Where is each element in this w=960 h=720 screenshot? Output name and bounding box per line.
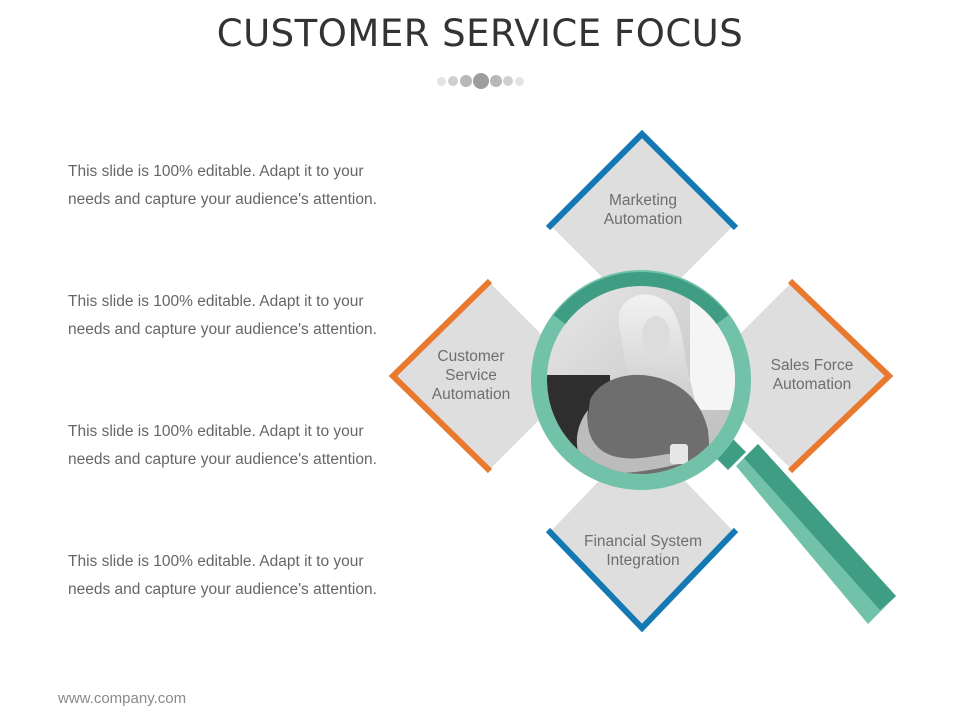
diamond-left-label-2: Service bbox=[445, 367, 497, 384]
magnifying-glass-icon bbox=[531, 270, 896, 624]
indicator-dot bbox=[448, 76, 458, 86]
slide-indicator-dots bbox=[0, 72, 960, 92]
diamond-top: Marketing Automation bbox=[545, 129, 739, 317]
diamond-top-label-2: Automation bbox=[604, 211, 682, 228]
diamond-left: Customer Service Automation bbox=[388, 278, 583, 474]
diamond-top-label-1: Marketing bbox=[609, 192, 677, 209]
diamond-bottom-label-1: Financial System bbox=[584, 533, 702, 550]
text-line: needs and capture your audience's attent… bbox=[68, 581, 377, 598]
diamond-right-label-1: Sales Force bbox=[771, 357, 854, 374]
woman-photo-placeholder bbox=[547, 286, 735, 474]
text-line: This slide is 100% editable. Adapt it to… bbox=[68, 293, 364, 310]
indicator-dot bbox=[503, 76, 513, 86]
footer-website: www.company.com bbox=[58, 690, 187, 707]
diamond-top-border bbox=[545, 129, 739, 231]
page-title: CUSTOMER SERVICE FOCUS bbox=[216, 12, 744, 55]
text-line: needs and capture your audience's attent… bbox=[68, 191, 377, 208]
indicator-dot bbox=[515, 77, 524, 86]
diamond-right-label-2: Automation bbox=[773, 376, 851, 393]
text-block-3: This slide is 100% editable. Adapt it to… bbox=[68, 418, 408, 474]
lens-ring-top-shade bbox=[553, 272, 729, 325]
text-block-2: This slide is 100% editable. Adapt it to… bbox=[68, 288, 408, 344]
diamond-left-label-1: Customer bbox=[437, 348, 504, 365]
diamond-bottom: Financial System Integration bbox=[545, 436, 739, 633]
indicator-dot bbox=[437, 77, 446, 86]
handle-dark bbox=[744, 444, 896, 610]
text-line: This slide is 100% editable. Adapt it to… bbox=[68, 553, 364, 570]
text-line: This slide is 100% editable. Adapt it to… bbox=[68, 163, 364, 180]
handle-neck bbox=[712, 436, 746, 470]
diamond-right: Sales Force Automation bbox=[698, 278, 894, 474]
indicator-dot bbox=[490, 75, 502, 87]
diamond-left-border bbox=[388, 278, 493, 474]
text-line: needs and capture your audience's attent… bbox=[68, 321, 377, 338]
indicator-dot bbox=[460, 75, 472, 87]
text-line: needs and capture your audience's attent… bbox=[68, 451, 377, 468]
diamond-right-border bbox=[787, 278, 894, 474]
diamond-bottom-label-2: Integration bbox=[606, 552, 679, 569]
text-line: This slide is 100% editable. Adapt it to… bbox=[68, 423, 364, 440]
text-block-1: This slide is 100% editable. Adapt it to… bbox=[68, 158, 408, 214]
diamond-bottom-border bbox=[545, 527, 739, 633]
indicator-dot-active bbox=[473, 73, 489, 89]
diamond-left-label-3: Automation bbox=[432, 386, 510, 403]
text-block-4: This slide is 100% editable. Adapt it to… bbox=[68, 548, 408, 604]
